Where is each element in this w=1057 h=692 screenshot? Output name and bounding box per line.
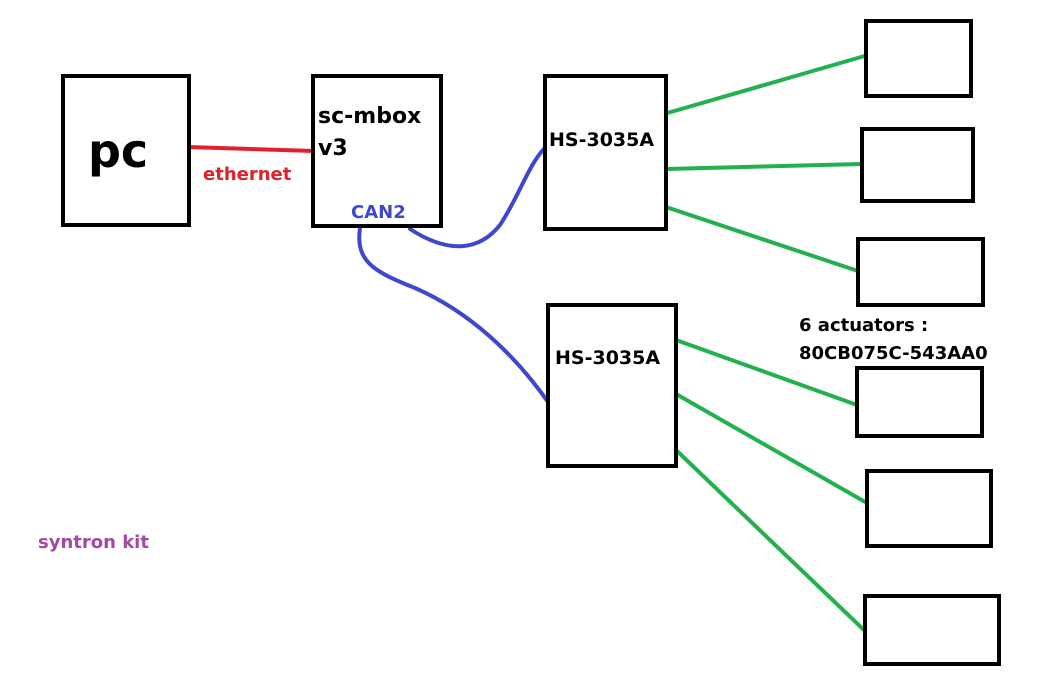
actuator-wire-5 <box>674 392 869 505</box>
actuator-box-3 <box>856 237 985 307</box>
actuator-box-1 <box>864 19 973 98</box>
controller-label-bottom: HS-3035A <box>555 347 660 369</box>
pc-box <box>61 74 191 227</box>
mbox-label-line1: sc-mbox <box>318 104 421 129</box>
pc-label: pc <box>88 124 148 178</box>
actuator-wire-4 <box>674 338 859 407</box>
actuator-wire-2 <box>664 162 864 171</box>
actuators-note-line1: 6 actuators : <box>799 315 928 336</box>
actuator-wire-6 <box>674 448 867 633</box>
actuator-box-6 <box>863 594 1001 666</box>
can-link-bottom <box>357 226 550 404</box>
can-label: CAN2 <box>351 202 406 223</box>
ethernet-link <box>186 145 316 153</box>
ethernet-label: ethernet <box>203 164 292 185</box>
can-link-top <box>408 143 550 249</box>
actuators-note-line2: 80CB075C-543AA0 <box>799 343 988 364</box>
actuator-wire-1 <box>662 53 870 116</box>
controller-box-bottom <box>546 303 678 468</box>
controller-box-top <box>543 74 668 231</box>
controller-label-top: HS-3035A <box>549 129 654 151</box>
actuator-wire-3 <box>664 205 860 273</box>
kit-label: syntron kit <box>38 532 149 553</box>
actuator-box-4 <box>855 366 984 438</box>
mbox-box <box>311 74 443 228</box>
actuator-box-5 <box>865 469 993 548</box>
mbox-label-line2: v3 <box>318 136 348 161</box>
actuator-box-2 <box>860 127 975 203</box>
